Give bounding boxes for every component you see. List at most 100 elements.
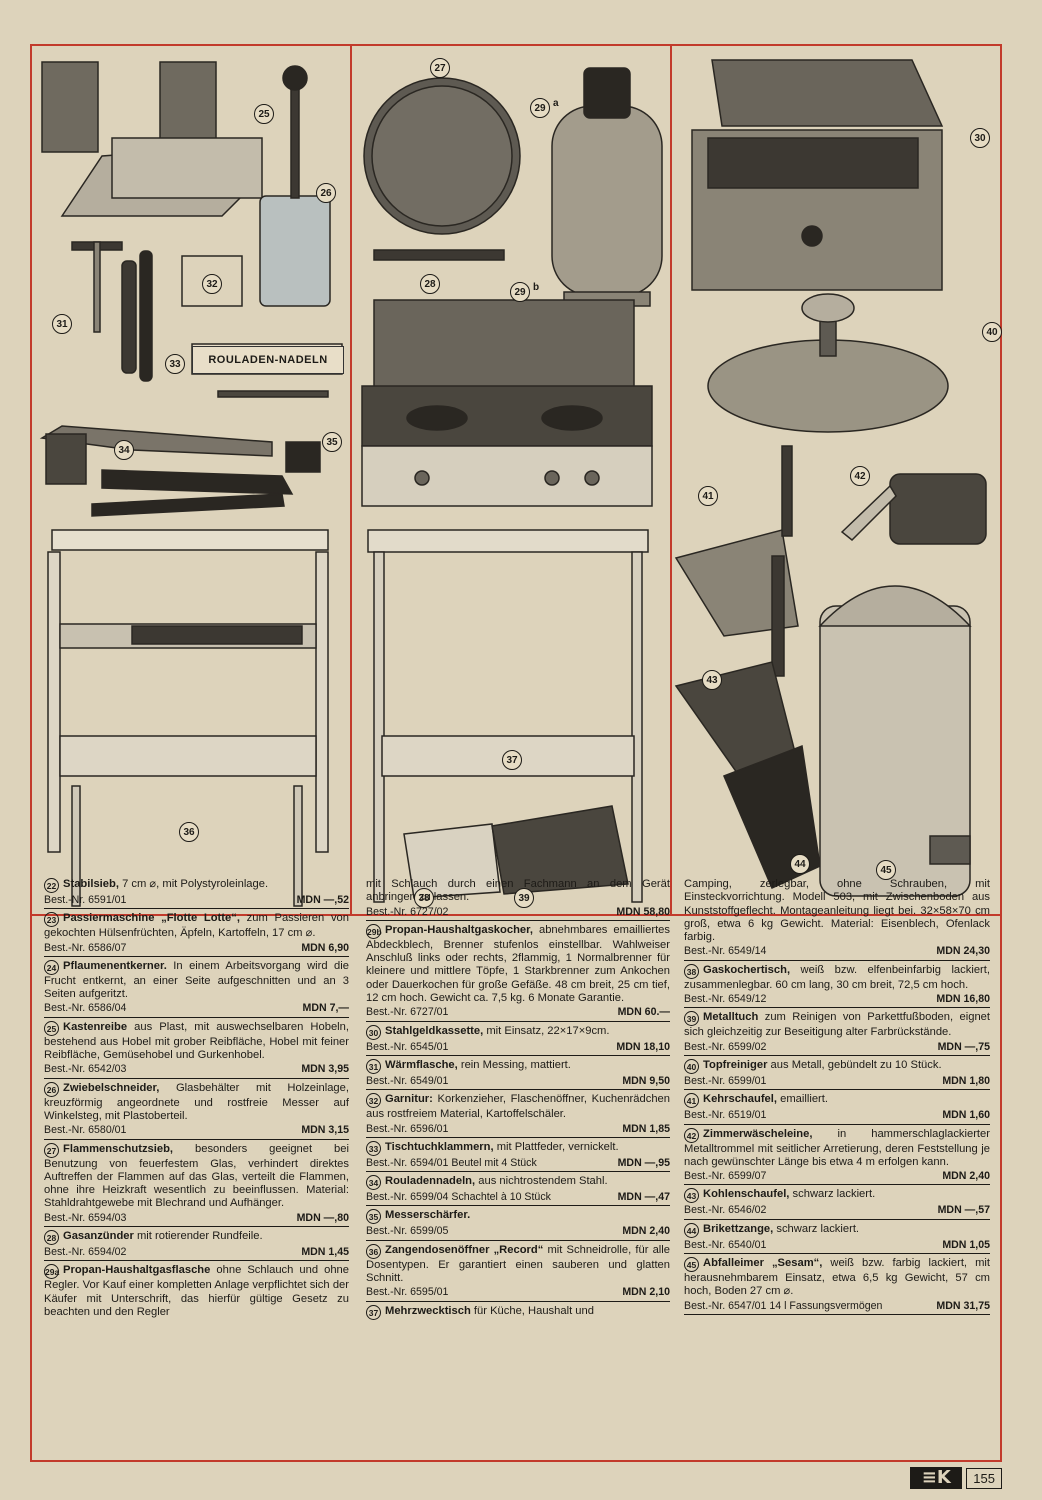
price: MDN —,75 — [937, 1040, 990, 1053]
entry-number: 31 — [366, 1058, 381, 1074]
price: MDN 1,60 — [942, 1109, 990, 1122]
entry-number: 38 — [684, 963, 699, 979]
entry-number: 39 — [684, 1011, 699, 1027]
entry-name: Messerschärfer. — [385, 1209, 471, 1222]
entry-text: aus nichtrostendem Stahl. — [475, 1175, 608, 1188]
entry-text: mit Plattfeder, vernickelt. — [493, 1140, 619, 1153]
catalog-entry: mit Schlauch durch einen Fachmann an dem… — [366, 878, 670, 921]
entry-text: in hammerschlaglackierter Metalltrommel … — [684, 1127, 990, 1168]
marker-39: 38 — [414, 888, 434, 908]
price: MDN —,57 — [937, 1204, 990, 1217]
order-number: Best.-Nr. 6599/04 Schachtel à 10 Stück — [366, 1191, 551, 1204]
entry-name: Pflaumenentkerner. — [63, 959, 167, 972]
entry-name: Abfalleimer „Sesam“, — [703, 1257, 823, 1270]
entry-name: Wärmflasche, — [385, 1058, 458, 1071]
entry-text: ohne Schlauch und ohne Regler. Vor Kauf … — [44, 1264, 349, 1318]
price: MDN 18,10 — [616, 1040, 670, 1053]
order-number: Best.-Nr. 6540/01 — [684, 1238, 767, 1251]
entry-description: 35 Messerschärfer. — [366, 1209, 670, 1225]
entry-text: besonders geeignet bei Benutzung von feu… — [44, 1142, 349, 1210]
price: MDN 1,45 — [301, 1246, 349, 1259]
entry-name: Metalltuch — [703, 1011, 759, 1024]
order-number: Best.-Nr. 6596/01 — [366, 1122, 449, 1135]
order-number: Best.-Nr. 6586/04 — [44, 1002, 127, 1015]
entry-text: zum Passieren von gekochten Hülsenfrücht… — [44, 912, 349, 940]
horizontal-divider — [32, 914, 1000, 916]
entry-text: Camping, zerlegbar, ohne Schrauben, mit … — [684, 878, 990, 944]
illustration-panel-left: ROULADEN-NADELN 25 26 31 32 33 34 35 36 — [32, 46, 350, 914]
entry-text: aus Metall, gebündelt zu 10 Stück. — [767, 1058, 942, 1071]
entry-text: weiß bzw. farbig lackiert, mit herausneh… — [684, 1257, 990, 1298]
order-number: Best.-Nr. 6542/03 — [44, 1063, 127, 1076]
price: MDN 9,50 — [622, 1074, 670, 1087]
marker-30: 30 — [970, 128, 990, 148]
price: MDN 16,80 — [936, 993, 990, 1006]
entry-number: 42 — [684, 1127, 699, 1143]
entry-number: 28 — [44, 1230, 59, 1246]
entry-name: Stabilsieb, — [63, 878, 119, 890]
order-number: Best.-Nr. 6549/01 — [366, 1074, 449, 1087]
marker-36: 35 — [322, 432, 342, 452]
price: MDN 60.— — [617, 1006, 670, 1019]
order-number: Best.-Nr. 6549/14 — [684, 945, 767, 958]
marker-41: 41 — [698, 486, 718, 506]
marker-28: 28 — [420, 274, 440, 294]
entry-number: 27 — [44, 1142, 59, 1158]
entry-number: 45 — [684, 1257, 699, 1273]
entry-text: für Küche, Haushalt und — [470, 1304, 594, 1317]
marker-44: 44 — [790, 854, 810, 874]
page-number: 155 — [966, 1467, 1002, 1489]
marker-32: 31 — [52, 314, 72, 334]
entry-name: Passiermaschine „Flotte Lotte“, — [63, 912, 240, 925]
entry-text: Glasbehälter mit Holzeinlage, kreuzförmi… — [44, 1081, 349, 1122]
entry-name: Flammenschutzsieb, — [63, 1142, 174, 1155]
entry-name: Stahlgeldkassette, — [385, 1024, 484, 1037]
entry-number: 35 — [366, 1209, 381, 1225]
price: MDN —,95 — [617, 1156, 670, 1169]
illustration-panel-right: 30 40 41 42 43 44 45 — [672, 46, 1002, 914]
entry-name: Garnitur: — [385, 1093, 433, 1106]
entry-number: 24 — [44, 959, 59, 975]
order-number: Best.-Nr. 6595/01 — [366, 1286, 449, 1299]
order-line: Best.-Nr. 6549/01 MDN 9,50 — [366, 1074, 670, 1091]
publisher-logo: ≡K — [910, 1467, 963, 1489]
entry-name: Kehrschaufel, — [703, 1093, 777, 1106]
marker-37: 36 — [179, 822, 199, 842]
marker-40: 39 — [514, 888, 534, 908]
entry-description: Camping, zerlegbar, ohne Schrauben, mit … — [684, 878, 990, 944]
entry-number: 29a — [44, 1264, 59, 1280]
